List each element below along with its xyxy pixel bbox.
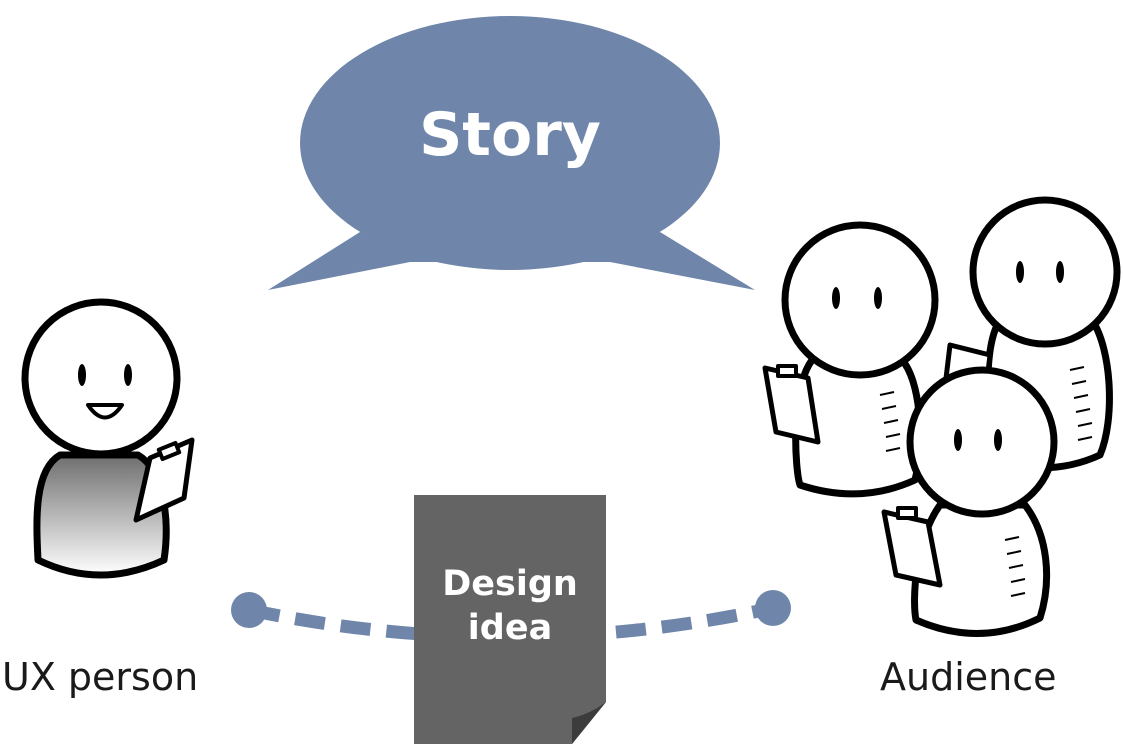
design-idea-line-1: Design <box>442 564 578 604</box>
connector-line <box>231 590 791 644</box>
connector-endpoint-right <box>755 590 791 626</box>
design-idea-document-icon <box>414 495 606 744</box>
audience-person-front <box>881 366 1058 637</box>
design-idea-label: Design idea <box>414 562 606 650</box>
audience-left-clipboard-icon <box>762 364 821 445</box>
story-label: Story <box>419 100 601 170</box>
connector-endpoint-left <box>231 592 267 628</box>
ux-person-figure <box>21 298 195 579</box>
audience-label: Audience <box>880 655 1057 699</box>
ux-person-label: UX person <box>2 655 199 699</box>
design-idea-line-2: idea <box>467 608 553 648</box>
ux-person-clipboard-icon <box>133 437 195 523</box>
audience-person-left <box>762 221 939 498</box>
audience-front-clipboard-icon <box>881 506 943 588</box>
story-speech-bubble <box>268 16 755 290</box>
